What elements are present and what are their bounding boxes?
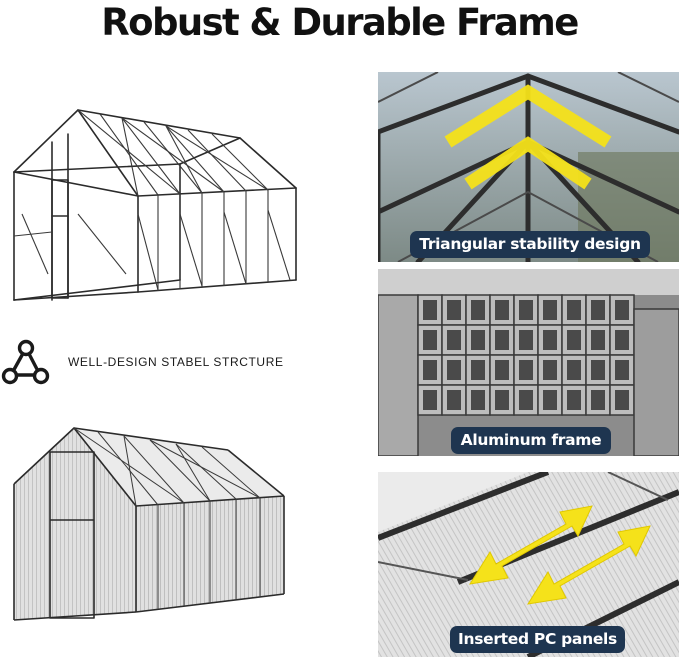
aluminum-tubes	[378, 269, 679, 456]
yellow-double-arrows	[468, 505, 651, 605]
yellow-chevron-arrows	[444, 84, 612, 190]
pc-panels-photo: Inserted PC panels	[378, 472, 679, 657]
network-nodes-icon	[1, 339, 50, 385]
caption-inserted-pc-panels: Inserted PC panels	[450, 626, 625, 653]
page-title: Robust & Durable Frame	[101, 1, 579, 44]
feature-text: WELL-DESIGN STABEL STRCTURE	[68, 355, 284, 369]
feature-row: WELL-DESIGN STABEL STRCTURE	[0, 338, 360, 388]
greenhouse-frame-image	[13, 109, 297, 301]
triangular-design-photo: Triangular stability design	[378, 72, 679, 262]
caption-aluminum-frame: Aluminum frame	[451, 427, 611, 454]
aluminum-frame-photo: Aluminum frame	[378, 269, 679, 456]
greenhouse-paneled-image	[13, 427, 285, 621]
caption-triangular-stability: Triangular stability design	[410, 231, 650, 258]
